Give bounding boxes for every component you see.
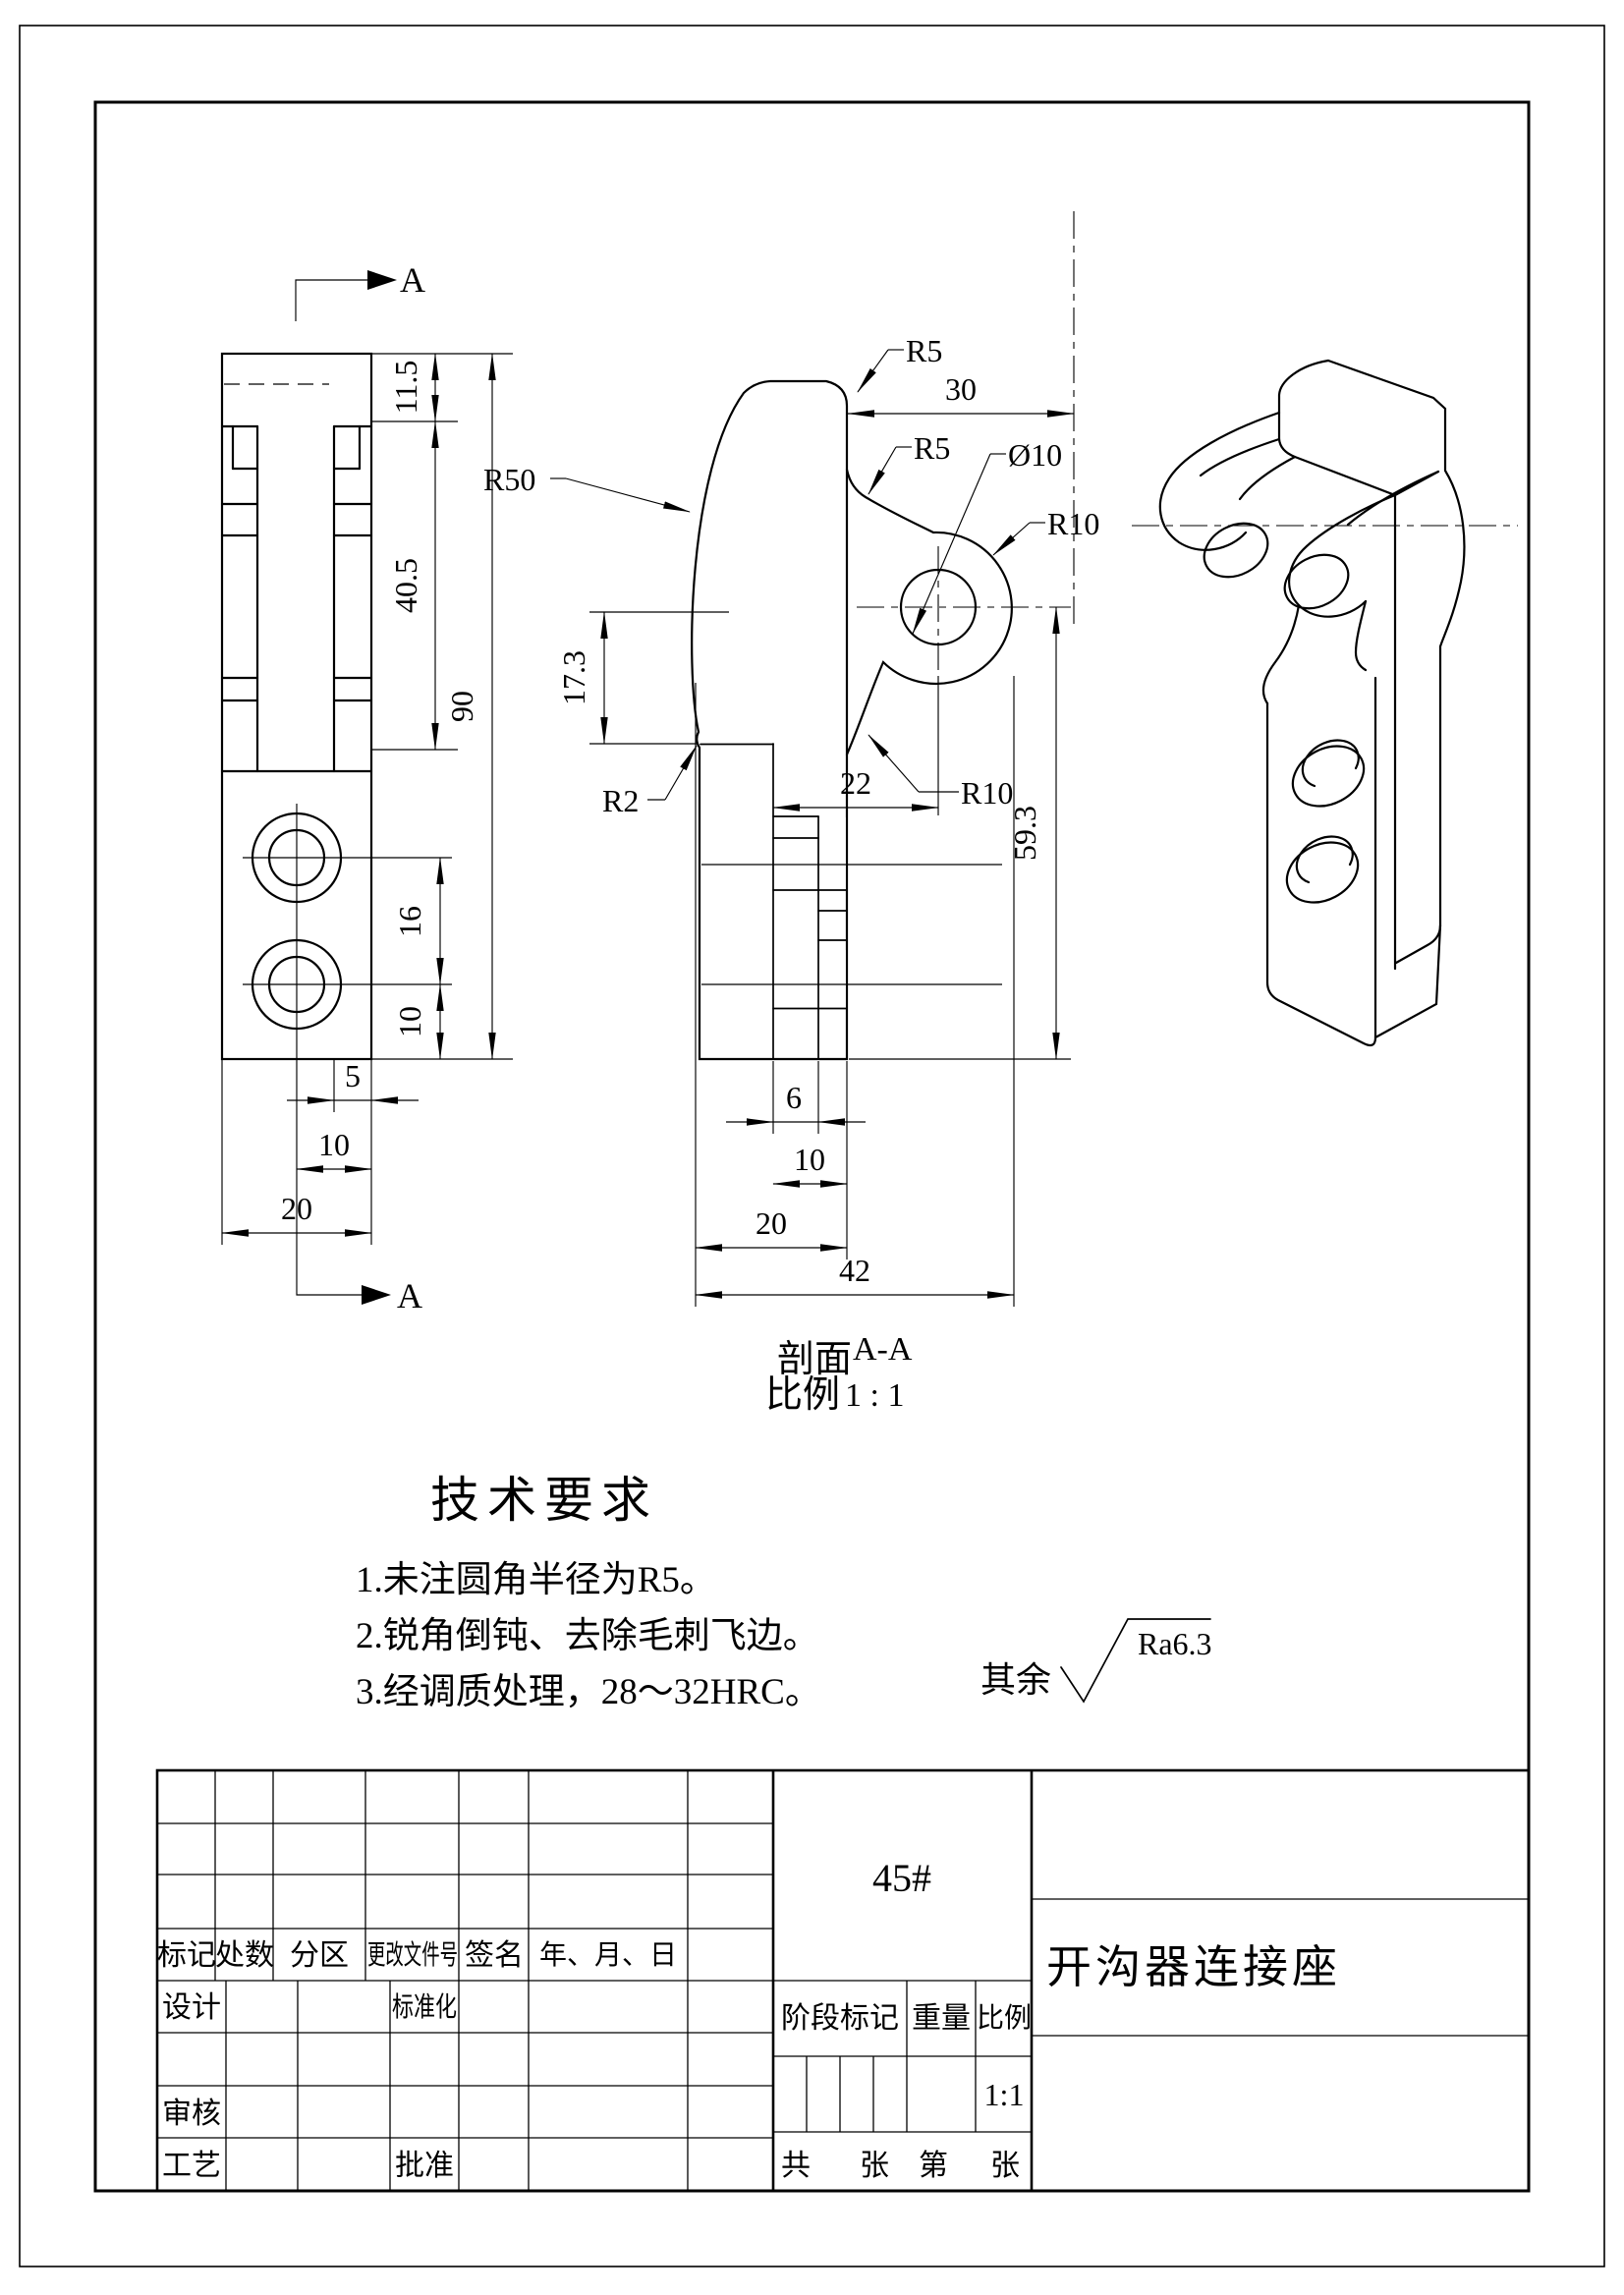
- dim-17-3: 17.3: [556, 650, 591, 705]
- section-arrow-icon: [362, 1285, 391, 1305]
- section-view-dimensions: 30 17.3 22 59.3 6 10 20: [483, 333, 1099, 1307]
- dim-5: 5: [345, 1058, 361, 1093]
- dim-10-section: 10: [794, 1142, 825, 1177]
- roughness-symbol-icon: [1060, 1618, 1211, 1704]
- front-view-dimensions: 11.5 40.5 90 16 10 5 10 20: [221, 353, 513, 1245]
- title-block: 标记 处数 分区 更改文件号 签名 年、月、日 设计 标准化 审核 工艺 批准 …: [155, 1768, 1531, 2193]
- tb-label-approve: 批准: [395, 2150, 454, 2182]
- dim-42: 42: [839, 1253, 870, 1288]
- tb-sheet-word2: 张: [990, 2150, 1020, 2182]
- leader-r50: R50: [483, 462, 691, 513]
- tech-req-item-3: 3.经调质处理，28～32HRC。: [356, 1672, 821, 1712]
- surface-finish-prefix: 其余: [980, 1660, 1051, 1700]
- tb-weight-header: 重量: [912, 2002, 971, 2035]
- dim-11-5: 11.5: [388, 361, 423, 415]
- tb-header-biaoji: 标记: [157, 1939, 216, 1972]
- leader-r5-top: R5: [857, 333, 942, 393]
- caption-scale-word: 比例: [765, 1374, 840, 1416]
- dim-r2: R2: [602, 783, 639, 818]
- dim-r10-low: R10: [961, 775, 1013, 811]
- dim-dia10: Ø10: [1008, 437, 1062, 473]
- dim-20-section: 20: [756, 1205, 787, 1241]
- section-caption: 剖面 A-A 比例 1 : 1: [765, 1331, 913, 1416]
- tb-scale-value: 1:1: [984, 2077, 1025, 2112]
- dim-22: 22: [840, 765, 871, 801]
- section-cut-arrow-top: A: [295, 260, 425, 321]
- dim-10-bottom: 10: [318, 1127, 350, 1162]
- tb-sheet-word: 张: [860, 2150, 889, 2182]
- tb-part-name: 开沟器连接座: [1046, 1942, 1341, 1992]
- caption-section-id: A-A: [853, 1331, 913, 1368]
- tb-stage-header: 阶段标记: [781, 2002, 899, 2035]
- tb-number-word: 第: [919, 2150, 948, 2182]
- dim-6: 6: [786, 1080, 802, 1115]
- leader-r10-top: R10: [992, 506, 1099, 556]
- dim-40-5: 40.5: [388, 558, 423, 613]
- dim-r10-top: R10: [1047, 506, 1099, 541]
- dim-r5-mid: R5: [914, 430, 950, 466]
- tb-label-process: 工艺: [162, 2150, 221, 2182]
- caption-scale-value: 1 : 1: [845, 1377, 904, 1414]
- tb-header-chushu: 处数: [215, 1939, 274, 1972]
- dim-59-3: 59.3: [1007, 806, 1042, 861]
- leader-r5-mid: R5: [868, 430, 950, 495]
- surface-finish: 其余 Ra6.3: [980, 1618, 1212, 1704]
- dim-r5-top: R5: [906, 333, 942, 368]
- section-view: [691, 211, 1075, 1061]
- section-letter-top: A: [400, 260, 425, 300]
- dim-10-right: 10: [392, 1006, 427, 1037]
- tb-header-genggai: 更改文件号: [367, 1939, 458, 1971]
- dim-90: 90: [444, 691, 479, 722]
- leader-r2: R2: [602, 745, 698, 818]
- tb-header-nianyueri: 年、月、日: [539, 1939, 677, 1971]
- tech-req-item-1: 1.未注圆角半径为R5。: [356, 1559, 716, 1600]
- dim-30: 30: [945, 371, 977, 407]
- tb-header-qianming: 签名: [465, 1939, 524, 1972]
- section-arrow-icon: [367, 270, 397, 290]
- section-cut-arrow-bottom: A: [296, 1246, 422, 1315]
- leader-r10-low: R10: [868, 734, 1013, 811]
- front-view: [220, 352, 452, 1246]
- technical-requirements: 技术要求 1.未注圆角半径为R5。 2.锐角倒钝、去除毛刺飞边。 3.经调质处理…: [356, 1473, 821, 1712]
- tb-label-standardization: 标准化: [392, 1991, 457, 2023]
- tech-req-title: 技术要求: [430, 1473, 658, 1528]
- tb-label-review: 审核: [162, 2098, 221, 2130]
- tb-label-design: 设计: [162, 1991, 221, 2024]
- tb-header-fenqu: 分区: [290, 1939, 349, 1972]
- tb-material: 45#: [872, 1856, 931, 1900]
- tech-req-item-2: 2.锐角倒钝、去除毛刺飞边。: [356, 1615, 819, 1656]
- tb-scale-header: 比例: [977, 2002, 1032, 2034]
- tb-total-word: 共: [781, 2150, 811, 2182]
- dim-r50: R50: [483, 462, 535, 497]
- leader-dia10: Ø10: [912, 437, 1062, 635]
- section-letter-bottom: A: [397, 1276, 422, 1315]
- isometric-view: [1132, 359, 1518, 1047]
- dim-16: 16: [392, 906, 427, 937]
- surface-finish-value: Ra6.3: [1138, 1626, 1212, 1661]
- caption-section-word: 剖面: [777, 1339, 852, 1380]
- dim-20: 20: [281, 1191, 312, 1226]
